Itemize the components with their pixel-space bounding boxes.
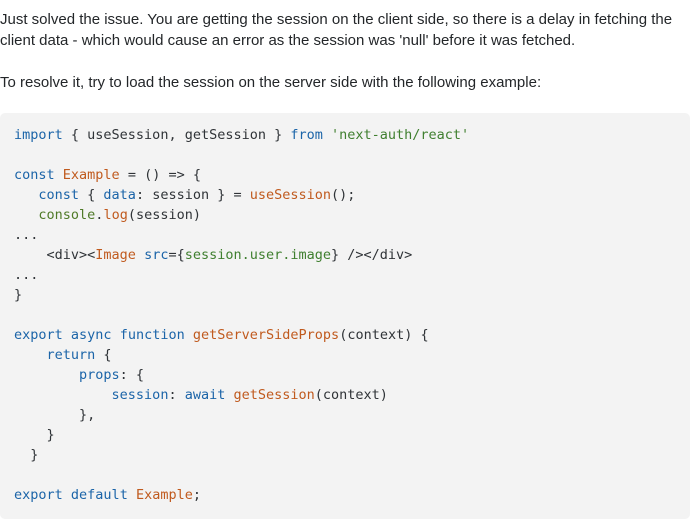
code-token: ={	[168, 247, 185, 263]
code-token: src	[144, 247, 169, 263]
code-line	[14, 465, 676, 485]
code-token: default	[70, 487, 128, 503]
code-token: : {	[119, 367, 145, 383]
code-token: await	[184, 387, 226, 403]
code-token: export	[14, 327, 63, 343]
code-token: .	[95, 207, 104, 223]
code-snippet[interactable]: import { useSession, getSession } from '…	[0, 125, 690, 505]
code-line: },	[14, 405, 676, 425]
code-token	[112, 327, 120, 343]
code-token: Image	[95, 247, 136, 263]
code-token	[185, 327, 193, 343]
code-token: :	[168, 387, 185, 403]
code-token: log	[103, 207, 128, 223]
code-line: const { data: session } = useSession();	[14, 185, 676, 205]
code-token: const	[14, 167, 55, 183]
code-token: ();	[331, 187, 356, 203]
code-token: <div><	[14, 247, 96, 263]
code-token: from	[290, 127, 323, 143]
code-token	[136, 247, 144, 263]
code-token: }	[14, 287, 23, 303]
code-token	[14, 367, 79, 383]
code-token: = () => {	[119, 167, 201, 183]
code-token: Example	[62, 167, 120, 183]
code-line: const Example = () => {	[14, 165, 676, 185]
code-token: getSession	[233, 387, 315, 403]
code-token	[14, 387, 112, 403]
code-token	[128, 487, 136, 503]
code-token: {	[79, 187, 104, 203]
code-token	[323, 127, 331, 143]
answer-paragraph-1: Just solved the issue. You are getting t…	[0, 11, 673, 49]
code-token	[14, 187, 38, 203]
code-token: session.user.image	[184, 247, 332, 263]
code-token	[14, 347, 47, 363]
code-token	[225, 387, 233, 403]
code-block[interactable]: import { useSession, getSession } from '…	[0, 113, 690, 519]
code-line	[14, 305, 676, 325]
code-token	[55, 167, 63, 183]
code-token: Example	[135, 487, 193, 503]
code-token: import	[14, 127, 63, 143]
code-token: { useSession, getSession }	[62, 127, 291, 143]
code-token: data	[103, 187, 136, 203]
code-token: (context)	[314, 387, 388, 403]
code-token: }	[14, 427, 55, 443]
code-token	[14, 207, 38, 223]
code-token: },	[14, 407, 96, 423]
code-line: console.log(session)	[14, 205, 676, 225]
code-line: ...	[14, 225, 676, 245]
code-token: {	[95, 347, 112, 363]
code-token: (context) {	[339, 327, 429, 343]
code-token: (session)	[127, 207, 201, 223]
code-line: session: await getSession(context)	[14, 385, 676, 405]
code-token: : session } =	[135, 187, 250, 203]
code-line: <div><Image src={session.user.image} /><…	[14, 245, 676, 265]
code-token: getServerSideProps	[192, 327, 340, 343]
answer-body: Just solved the issue. You are getting t…	[0, 11, 690, 519]
code-token: ...	[14, 267, 39, 283]
code-token: const	[38, 187, 80, 203]
code-token	[63, 327, 71, 343]
code-token	[63, 487, 71, 503]
code-token: ;	[192, 487, 202, 503]
code-token: }	[14, 447, 39, 463]
code-line: return {	[14, 345, 676, 365]
code-line: }	[14, 425, 676, 445]
code-token: console	[38, 207, 96, 223]
code-line: ...	[14, 265, 676, 285]
code-token: session	[111, 387, 169, 403]
code-line: export async function getServerSideProps…	[14, 325, 676, 345]
code-token: props	[79, 367, 120, 383]
code-content: import { useSession, getSession } from '…	[14, 125, 676, 505]
code-token: 'next-auth/react'	[331, 127, 470, 143]
code-line	[14, 145, 676, 165]
code-line: export default Example;	[14, 485, 676, 505]
code-line: }	[14, 285, 676, 305]
code-token: export	[14, 487, 63, 503]
code-line: import { useSession, getSession } from '…	[14, 125, 676, 145]
code-token: async	[70, 327, 112, 343]
code-line: props: {	[14, 365, 676, 385]
code-line: }	[14, 445, 676, 465]
code-token: } /></div>	[331, 247, 413, 263]
code-token: return	[46, 347, 96, 363]
answer-paragraph-2: To resolve it, try to load the session o…	[0, 74, 542, 91]
code-token: useSession	[249, 187, 332, 203]
code-token: ...	[14, 227, 39, 243]
code-token: function	[119, 327, 185, 343]
